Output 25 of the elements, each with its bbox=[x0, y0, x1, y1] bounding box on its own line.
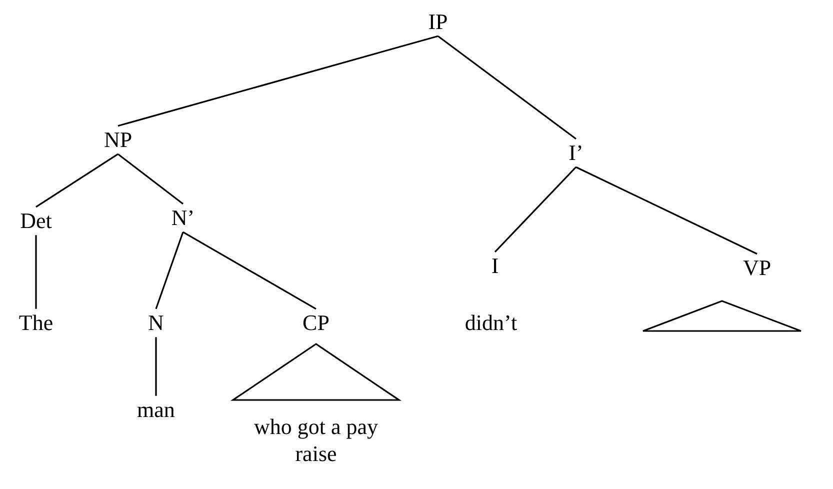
triangle bbox=[642, 300, 802, 332]
tree-branch bbox=[155, 337, 157, 396]
tree-label: NP bbox=[104, 128, 132, 152]
tree-label: N bbox=[148, 310, 164, 336]
tree-branch bbox=[118, 35, 438, 127]
triangle bbox=[232, 343, 400, 401]
tree-branch bbox=[155, 232, 184, 310]
tree-branch bbox=[182, 231, 316, 310]
tree-label: N’ bbox=[171, 206, 195, 230]
tree-label: IP bbox=[428, 10, 448, 34]
tree-label: CP bbox=[302, 310, 330, 336]
tree-branch bbox=[36, 153, 118, 208]
tree-branch bbox=[576, 166, 758, 255]
phrase-text: who got a pay raise bbox=[252, 413, 380, 467]
tree-branch bbox=[118, 153, 184, 205]
tree-label: man bbox=[137, 398, 175, 422]
tree-branch bbox=[494, 166, 577, 252]
tree-label: VP bbox=[742, 256, 772, 280]
tree-label: The bbox=[18, 310, 54, 336]
tree-label: Det bbox=[20, 208, 52, 234]
tree-label: didn’t bbox=[464, 310, 518, 336]
tree-branch bbox=[438, 35, 576, 140]
tree-label: I bbox=[491, 254, 499, 278]
tree-label: I’ bbox=[568, 140, 584, 166]
tree-branch bbox=[35, 235, 37, 309]
